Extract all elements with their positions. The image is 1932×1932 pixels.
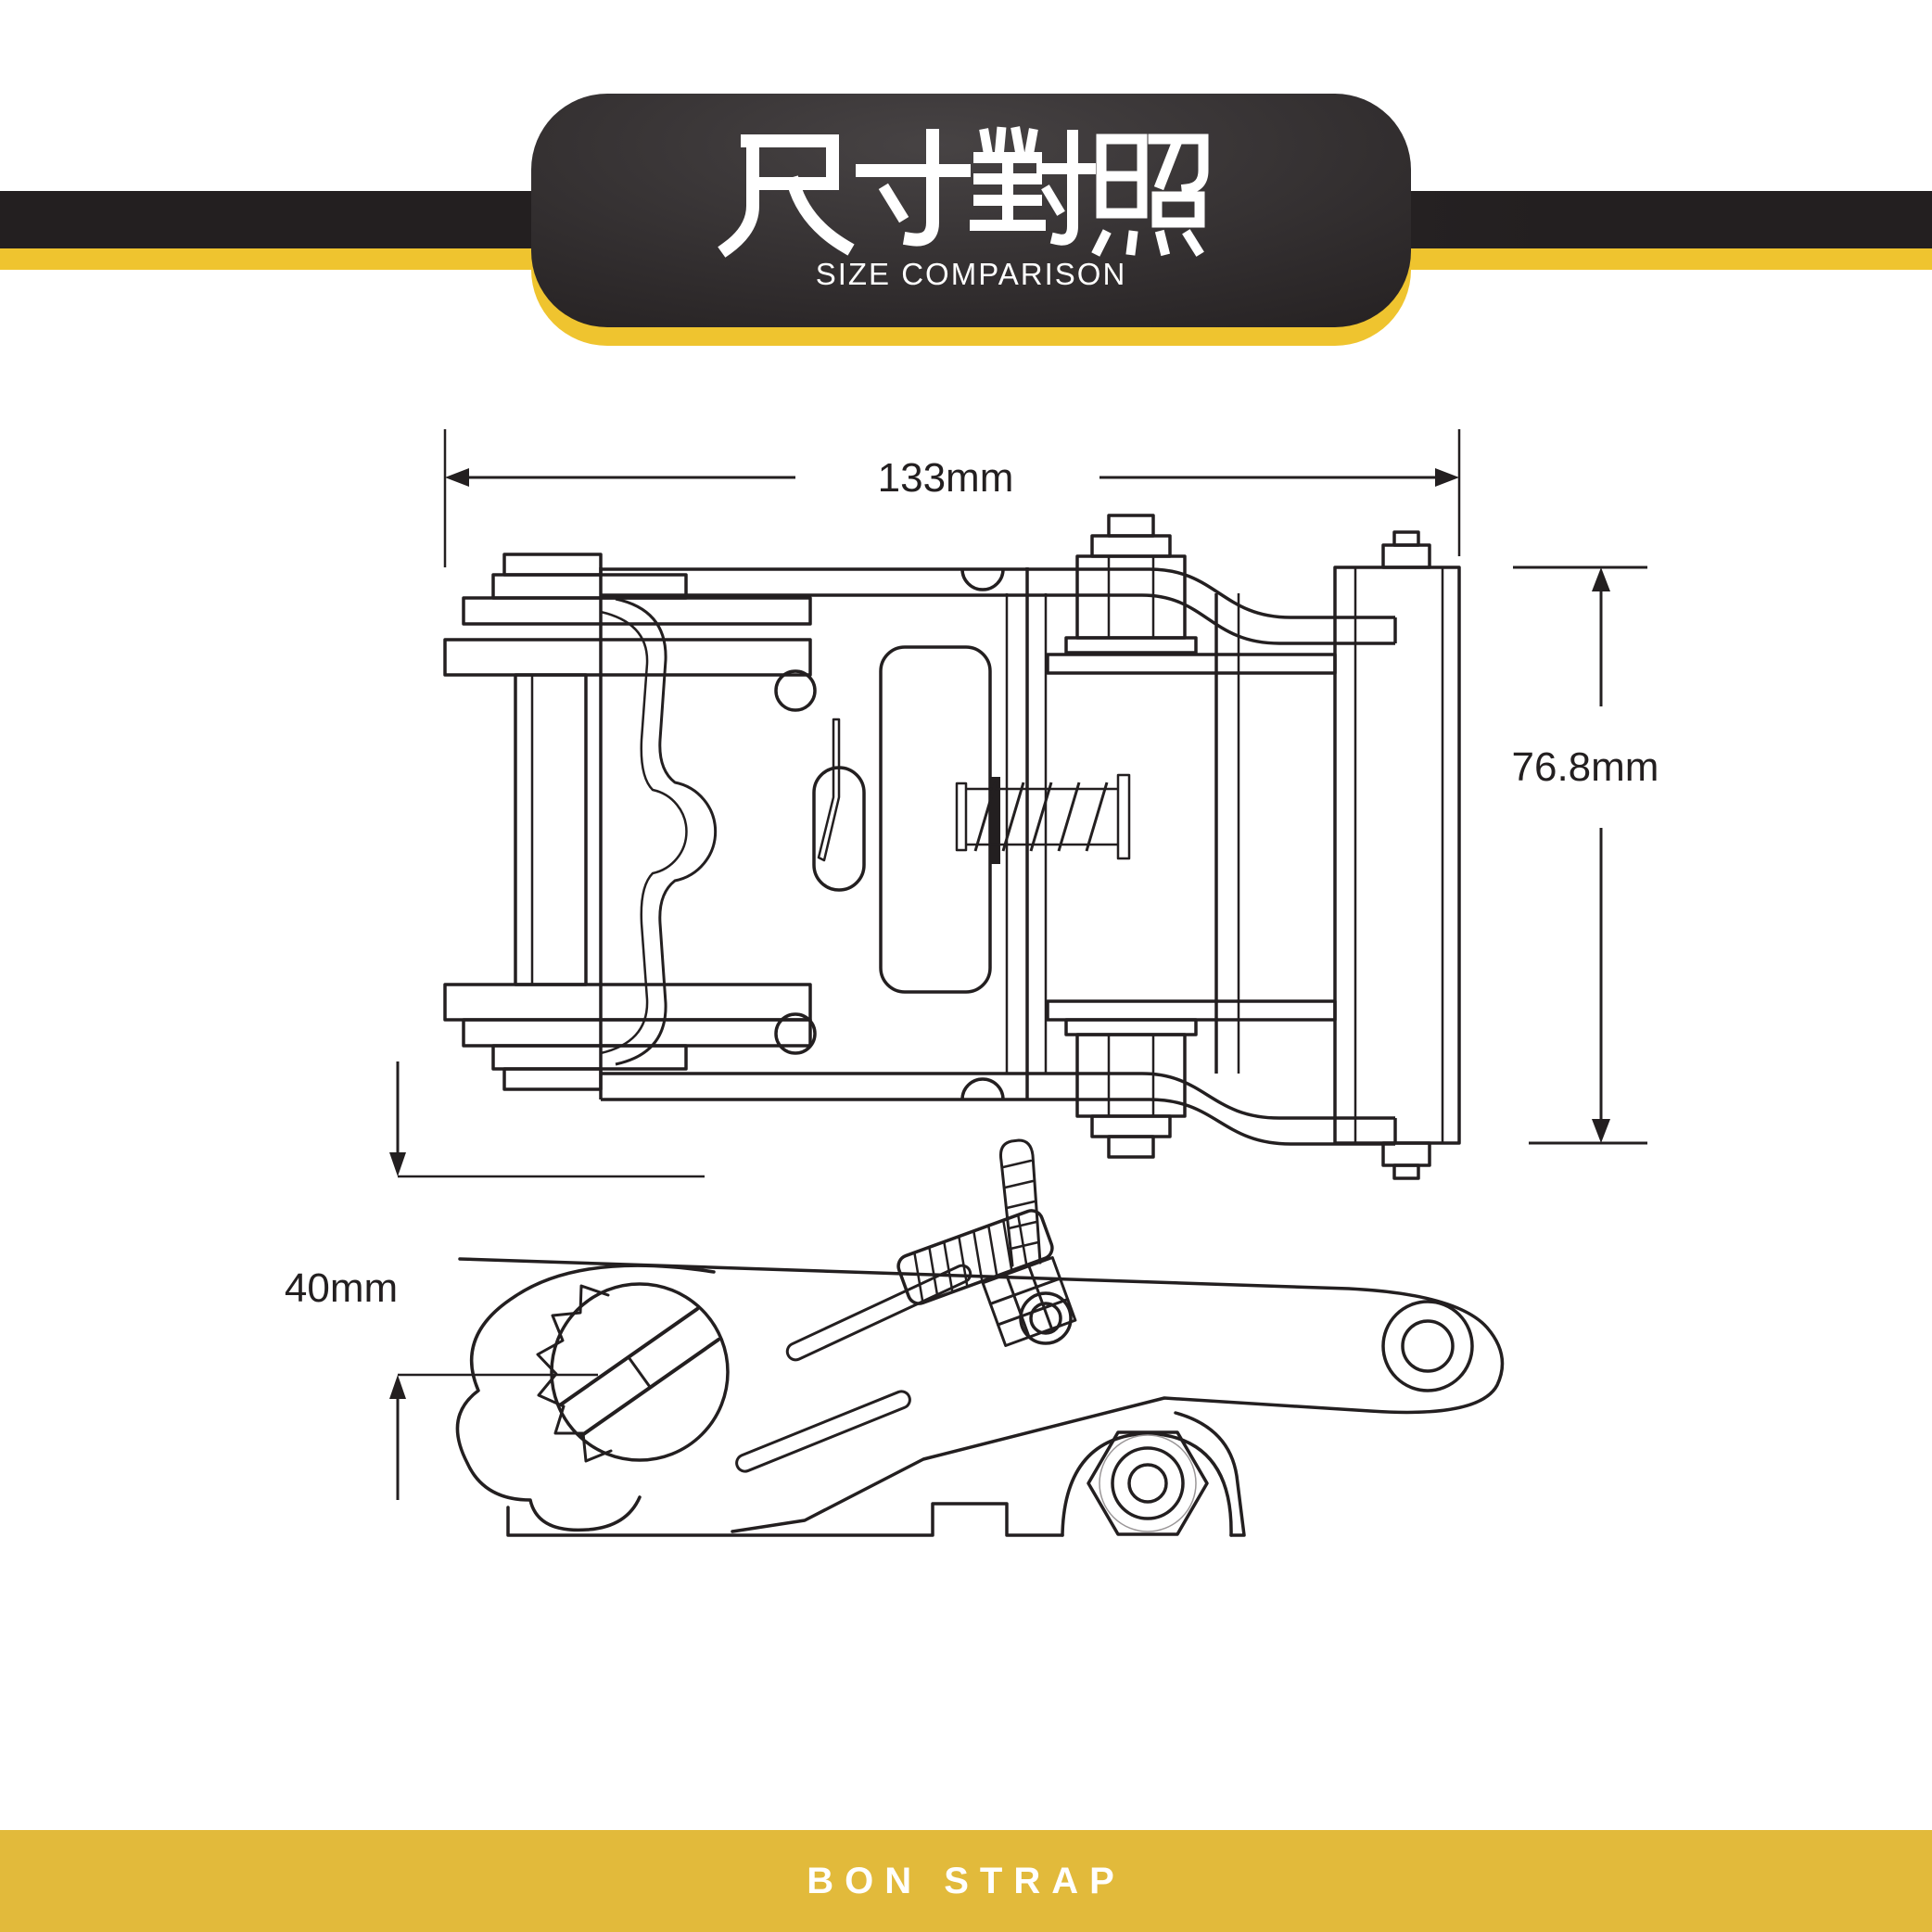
page-subtitle: SIZE COMPARISON	[815, 257, 1127, 291]
buckle-top-view	[443, 514, 1461, 1180]
dimension-overall-width-label: 133mm	[878, 455, 1014, 501]
footer-band: BON STRAP	[0, 1830, 1932, 1932]
dimension-side-height: 40mm	[285, 1061, 705, 1500]
dimension-overall-height-label: 76.8mm	[1512, 744, 1659, 790]
dimension-overall-width: 133mm	[443, 429, 1461, 567]
dimension-overall-height: 76.8mm	[1512, 566, 1659, 1145]
dimension-side-height-label: 40mm	[285, 1265, 398, 1311]
page-title-glyphs	[718, 126, 1209, 258]
buckle-side-view	[455, 1138, 1505, 1537]
brand-text: BON STRAP	[807, 1860, 1125, 1901]
header-banner: 尺寸對照	[531, 94, 1411, 327]
